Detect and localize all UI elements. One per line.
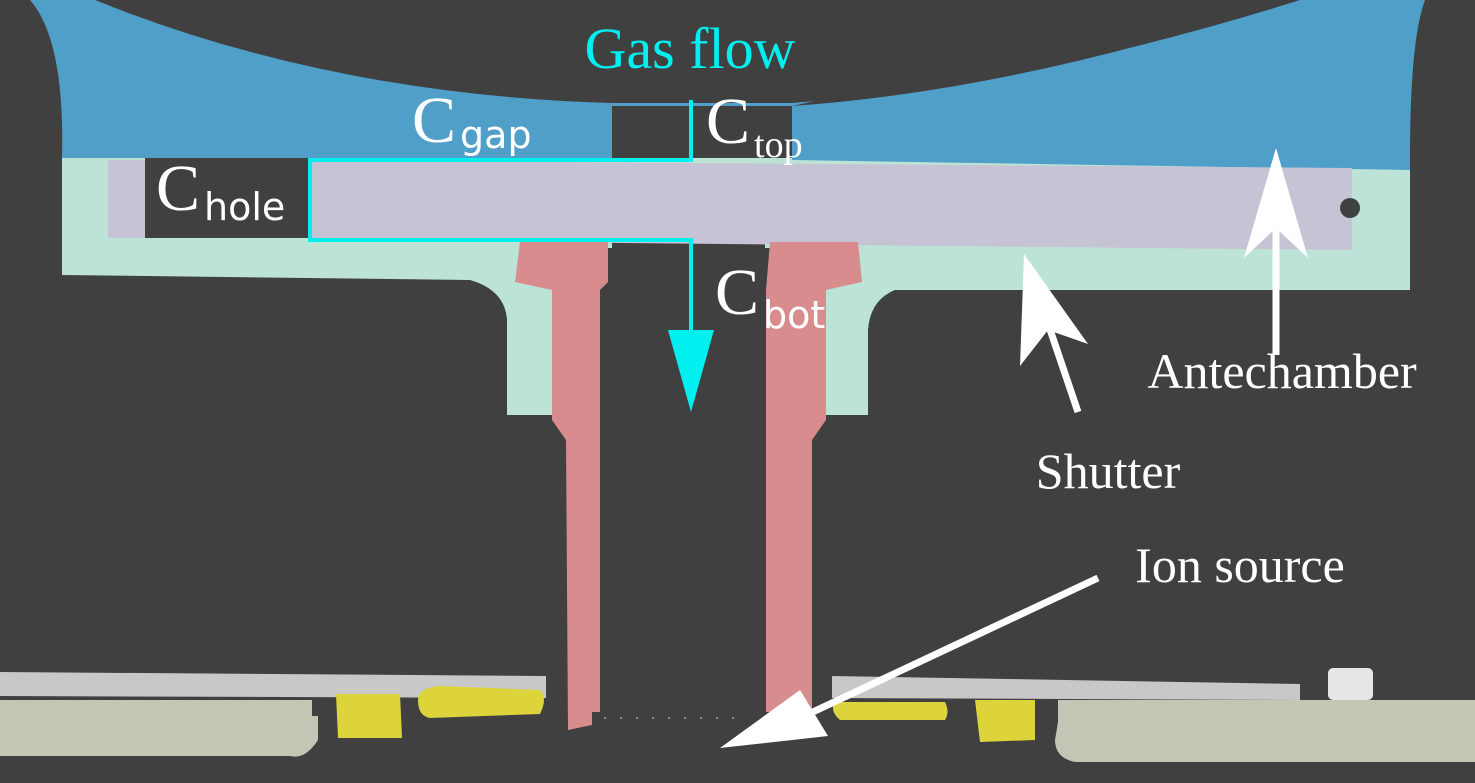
antechamber-arrow [1244, 148, 1308, 355]
electrode-left-1 [336, 694, 402, 738]
c-bot-base: C [715, 256, 759, 329]
tube-left [515, 242, 608, 730]
c-gap-label: C gap [412, 84, 532, 157]
tube-right [766, 242, 862, 712]
c-hole-label: C hole [156, 152, 285, 229]
electrode-right-1 [832, 702, 948, 720]
gas-flow-arrowhead [668, 330, 714, 412]
c-top-base: C [706, 85, 750, 158]
ion-source-base-left-lower [0, 716, 318, 757]
shutter-arrow [1020, 254, 1088, 414]
c-hole-sub: hole [204, 185, 285, 229]
electrode-left-2 [418, 686, 544, 718]
ion-source-plate-left [0, 672, 546, 698]
shutter-plate [108, 160, 145, 238]
c-bot-sub: bot [763, 293, 825, 337]
c-gap-base: C [412, 84, 456, 157]
antechamber-upper-cavity [95, 0, 1300, 103]
c-bot-label: C bot [715, 256, 825, 337]
ion-source-arrow [720, 574, 1100, 748]
ion-source-assembly [0, 668, 1475, 762]
ion-source-base-right-lower [1055, 722, 1475, 762]
shutter-hole-slot [145, 158, 315, 238]
shutter-label: Shutter [1036, 443, 1181, 499]
electrode-right-2 [975, 700, 1035, 742]
c-hole-base: C [156, 152, 200, 225]
gas-flow-path [308, 100, 693, 360]
ion-source-block [1328, 668, 1373, 700]
c-gap-sub: gap [460, 113, 532, 157]
ion-source-label: Ion source [1135, 537, 1345, 593]
ion-source-plate-right [832, 676, 1300, 700]
c-top-sub: top [754, 124, 803, 166]
gas-flow-label: Gas flow [584, 16, 795, 81]
shutter-bar [312, 160, 1352, 250]
shutter-screw [1340, 198, 1360, 218]
antechamber-label: Antechamber [1147, 343, 1417, 399]
c-top-label: C top [706, 85, 803, 166]
